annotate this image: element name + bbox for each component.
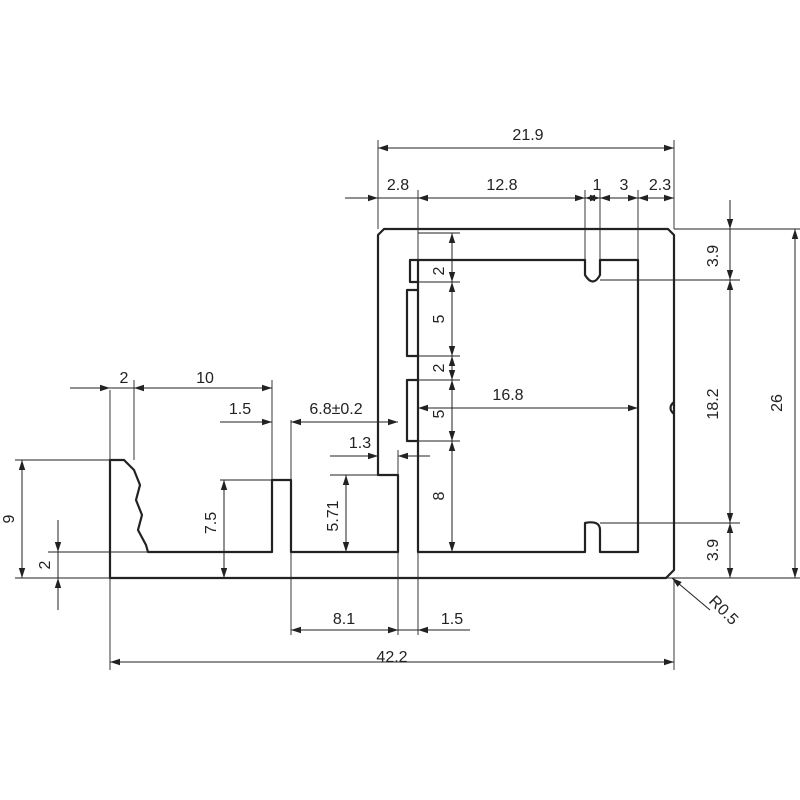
arrowhead bbox=[110, 658, 120, 666]
arrowhead bbox=[600, 194, 610, 202]
arrowhead bbox=[448, 431, 456, 441]
dim-height-5-71: 5.71 bbox=[325, 500, 342, 531]
dim-height-7-5: 7.5 bbox=[203, 512, 220, 534]
dimension-labels: 42.2 21.9 2.8 12.8 1 3 2.3 3.9 18.2 3.9 … bbox=[1, 127, 786, 666]
dim-top-seg-c: 1 bbox=[593, 177, 602, 194]
arrowhead bbox=[726, 523, 734, 533]
arrowhead bbox=[726, 568, 734, 578]
dim-lip: 1.3 bbox=[349, 435, 371, 452]
arrowhead bbox=[726, 513, 734, 523]
arrowhead bbox=[100, 384, 110, 392]
inner-cavity bbox=[416, 258, 640, 554]
arrowhead bbox=[398, 452, 408, 460]
dim-height-9: 9 bbox=[1, 514, 18, 523]
arrowhead bbox=[664, 658, 674, 666]
arrowhead bbox=[664, 144, 674, 152]
arrowhead bbox=[262, 418, 272, 426]
dim-bottom-1-5: 1.5 bbox=[441, 611, 463, 628]
arrowhead bbox=[448, 272, 456, 282]
arrowhead bbox=[54, 578, 62, 588]
right-wall-bump bbox=[669, 401, 675, 415]
arrowhead bbox=[448, 370, 456, 380]
dim-top-seg-a: 2.8 bbox=[387, 177, 409, 194]
dim-left-slot: 10 bbox=[196, 370, 214, 387]
arrowhead bbox=[342, 542, 350, 552]
dim-inner-width: 16.8 bbox=[492, 387, 523, 404]
dim-top-seg-d: 3 bbox=[620, 177, 629, 194]
dim-left-gap: 2 bbox=[120, 370, 129, 387]
dim-overall-height: 26 bbox=[769, 394, 786, 412]
arrowhead bbox=[262, 384, 272, 392]
arrowhead bbox=[368, 452, 378, 460]
dim-overall-width: 42.2 bbox=[376, 649, 407, 666]
arrowhead bbox=[628, 404, 638, 412]
profile-outline bbox=[108, 227, 676, 580]
arrowhead bbox=[628, 194, 638, 202]
arrowhead bbox=[220, 568, 228, 578]
arrowhead bbox=[378, 144, 388, 152]
dim-wall-a: 1.5 bbox=[229, 401, 251, 418]
dim-notch-h1: 2 bbox=[431, 266, 448, 275]
dim-step-5b: 5 bbox=[431, 409, 448, 418]
arrowhead bbox=[291, 626, 301, 634]
arrowhead bbox=[448, 356, 456, 366]
arrowhead bbox=[342, 475, 350, 485]
arrowhead bbox=[388, 418, 398, 426]
dim-base-2: 2 bbox=[37, 560, 54, 569]
dim-right-top: 3.9 bbox=[705, 245, 722, 267]
arrowhead bbox=[638, 194, 648, 202]
arrowhead bbox=[448, 233, 456, 243]
arrowhead bbox=[368, 194, 378, 202]
arrowhead bbox=[220, 480, 228, 490]
arrowhead bbox=[726, 280, 734, 290]
arrowhead bbox=[134, 384, 144, 392]
arrowhead bbox=[448, 346, 456, 356]
dim-inner-8: 8 bbox=[431, 491, 448, 500]
arrowhead bbox=[791, 568, 799, 578]
dim-right-mid: 18.2 bbox=[705, 388, 722, 419]
dim-bottom-8-1: 8.1 bbox=[333, 611, 355, 628]
arrowhead bbox=[585, 194, 595, 202]
arrowhead bbox=[54, 542, 62, 552]
arrowhead bbox=[291, 418, 301, 426]
arrowhead bbox=[726, 270, 734, 280]
dim-top-seg-e: 2.3 bbox=[649, 177, 671, 194]
arrowhead bbox=[448, 380, 456, 390]
arrowhead bbox=[418, 404, 428, 412]
arrowhead bbox=[388, 626, 398, 634]
arrowhead bbox=[418, 194, 428, 202]
extension-lines bbox=[15, 140, 800, 670]
arrowhead bbox=[18, 460, 26, 470]
arrowhead bbox=[448, 441, 456, 451]
arrowhead bbox=[575, 194, 585, 202]
dimension-lines bbox=[18, 144, 799, 666]
dim-slot-width: 6.8±0.2 bbox=[309, 401, 362, 418]
dim-step-5a: 5 bbox=[431, 314, 448, 323]
dim-radius: R0.5 bbox=[705, 593, 741, 629]
dim-top-width: 21.9 bbox=[512, 127, 543, 144]
arrowhead bbox=[448, 282, 456, 292]
arrowhead bbox=[18, 568, 26, 578]
arrowhead bbox=[448, 542, 456, 552]
dim-top-seg-b: 12.8 bbox=[486, 177, 517, 194]
arrowhead bbox=[418, 626, 428, 634]
cavity-steps bbox=[405, 258, 418, 443]
arrowhead bbox=[672, 578, 682, 587]
dim-right-bottom: 3.9 bbox=[705, 539, 722, 561]
dim-notch-h2: 2 bbox=[431, 363, 448, 372]
arrowhead bbox=[664, 194, 674, 202]
arrowhead bbox=[791, 229, 799, 239]
arrowhead bbox=[726, 219, 734, 229]
